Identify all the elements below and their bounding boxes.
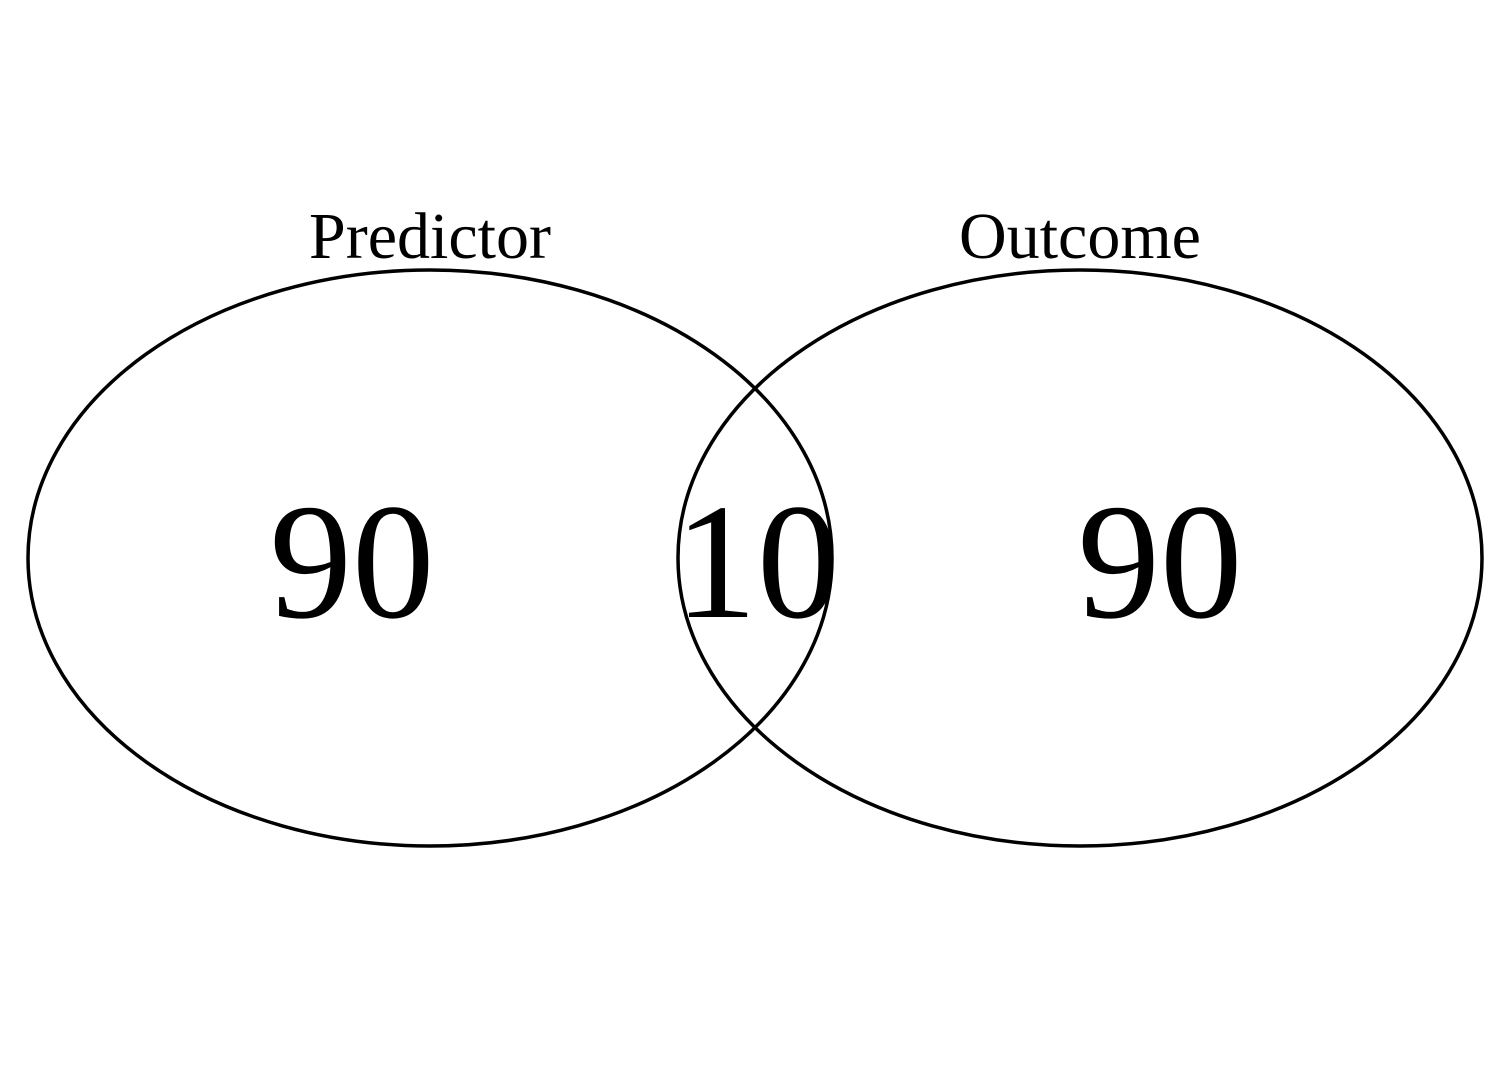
predictor-only-count: 90	[270, 470, 435, 653]
intersection-count: 10	[675, 470, 840, 653]
predictor-set-label: Predictor	[309, 200, 551, 273]
outcome-set-ellipse	[676, 268, 1484, 848]
predictor-set-ellipse	[26, 268, 834, 848]
outcome-only-count: 90	[1078, 470, 1243, 653]
outcome-set-label: Outcome	[959, 200, 1201, 273]
